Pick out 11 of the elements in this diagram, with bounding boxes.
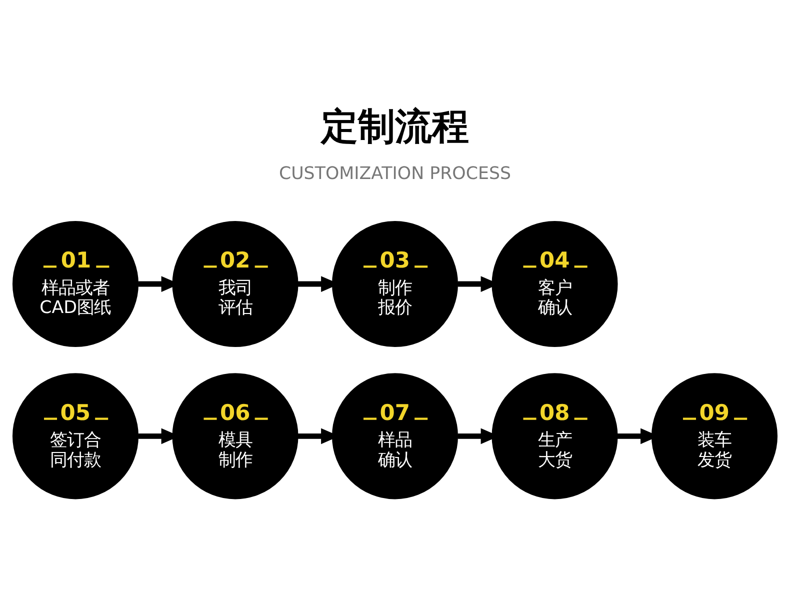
node-circle: 01 样品或者CAD图纸: [12, 220, 139, 347]
node-circle: 02 我司评估: [172, 220, 298, 347]
node-circle: 08 生产大货: [492, 372, 618, 499]
node-circle: 06 模具制作: [172, 372, 298, 499]
node-circle: 07 样品确认: [332, 372, 458, 499]
node-circle: 04 客户确认: [492, 220, 618, 347]
label: CUSTOMIZATION PROCESS: [278, 163, 512, 184]
diagram-title: 定制流程: [321, 104, 470, 148]
node-circle: 09 装车发货: [651, 372, 778, 499]
node-circle: 05 签订合同付款: [12, 372, 139, 499]
node-circle: 03 制作报价: [332, 220, 458, 347]
